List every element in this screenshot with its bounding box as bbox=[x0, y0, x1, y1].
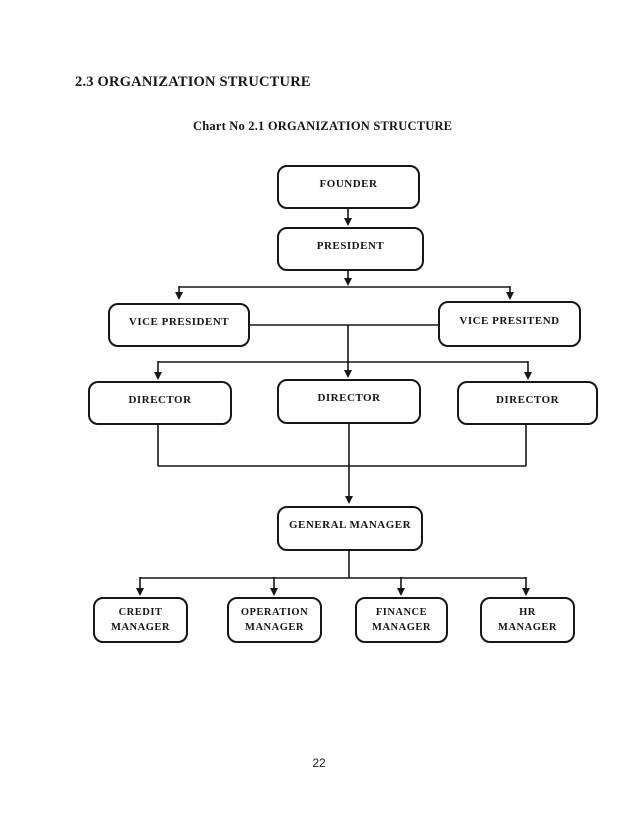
node-vice-president-left: VICE PRESIDENT bbox=[108, 303, 250, 347]
node-hr-manager: HR MANAGER bbox=[480, 597, 575, 643]
node-general-manager: GENERAL MANAGER bbox=[277, 506, 423, 551]
node-president: PRESIDENT bbox=[277, 227, 424, 271]
node-finance-manager: FINANCE MANAGER bbox=[355, 597, 448, 643]
chart-caption: Chart No 2.1 ORGANIZATION STRUCTURE bbox=[193, 119, 453, 133]
node-founder: FOUNDER bbox=[277, 165, 420, 209]
node-director-3: DIRECTOR bbox=[457, 381, 598, 425]
section-heading: 2.3 ORGANIZATION STRUCTURE bbox=[75, 74, 311, 90]
node-operation-manager: OPERATION MANAGER bbox=[227, 597, 322, 643]
node-vice-president-right: VICE PRESITEND bbox=[438, 301, 581, 347]
page-number: 22 bbox=[312, 756, 326, 770]
node-director-1: DIRECTOR bbox=[88, 381, 232, 425]
node-credit-manager: CREDIT MANAGER bbox=[93, 597, 188, 643]
node-director-2: DIRECTOR bbox=[277, 379, 421, 424]
